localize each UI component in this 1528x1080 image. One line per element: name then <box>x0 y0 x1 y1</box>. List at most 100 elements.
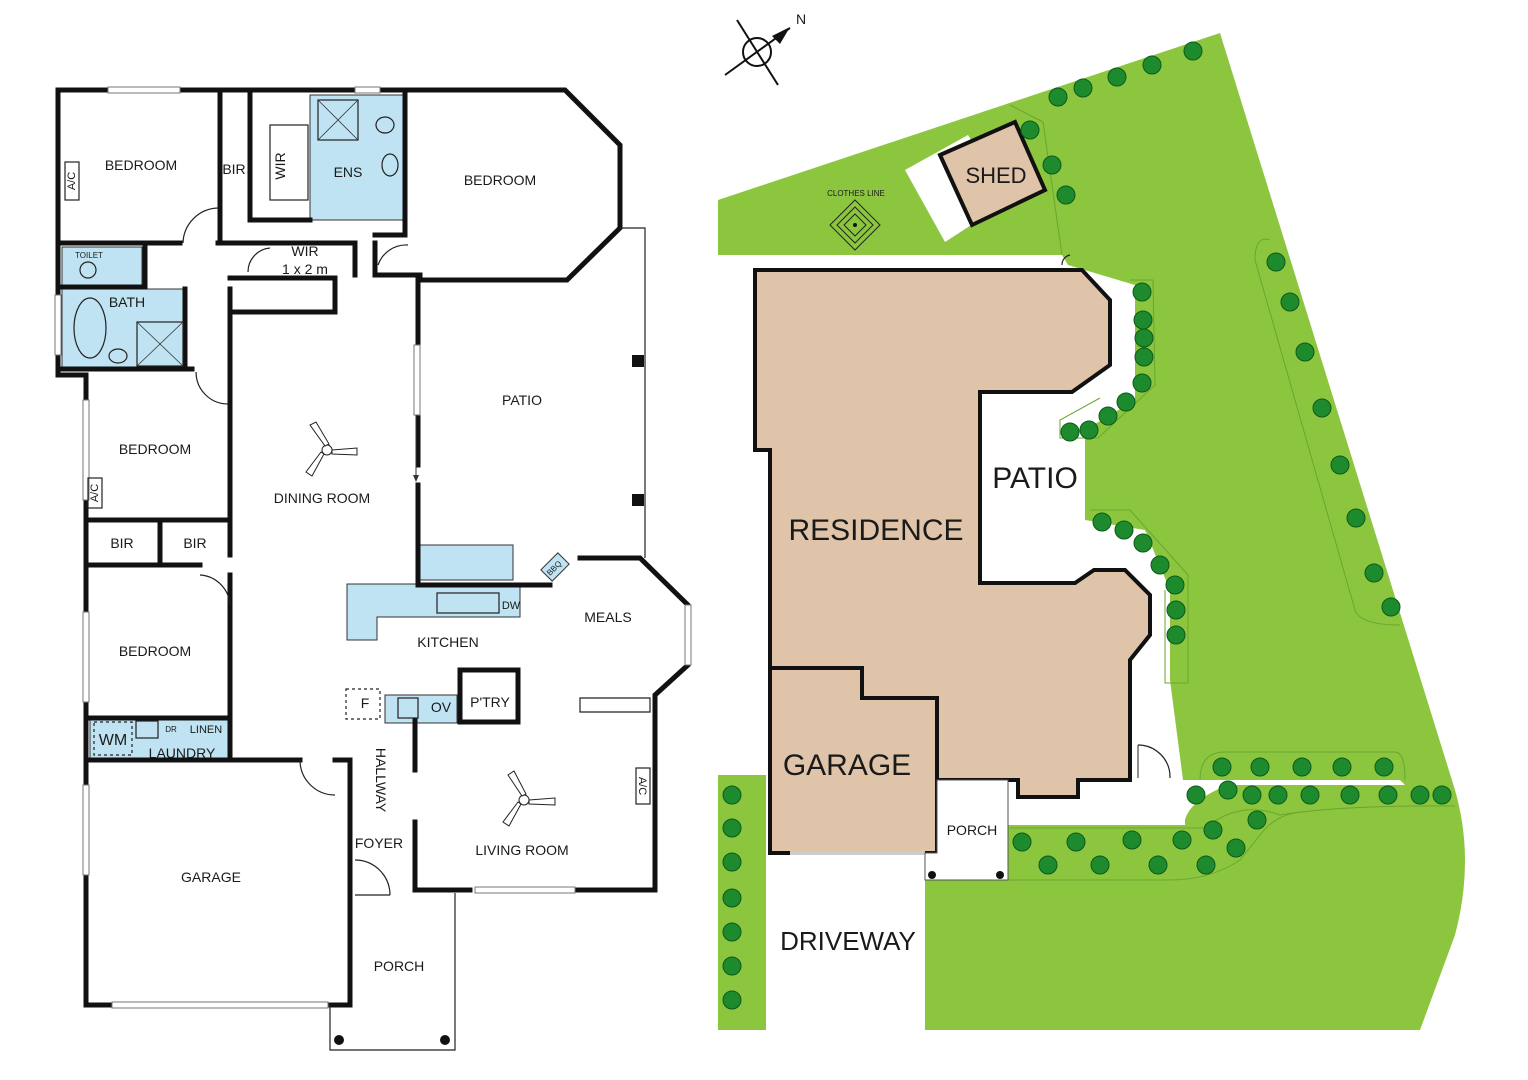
tree-icon <box>1212 757 1232 777</box>
tree-icon <box>1012 832 1032 852</box>
dryer-label: DR <box>165 725 177 734</box>
tree-icon <box>1056 185 1076 205</box>
tree-icon <box>1378 785 1398 805</box>
foyer-label: FOYER <box>355 835 403 851</box>
north-label: N <box>796 11 806 27</box>
tree-icon <box>1346 508 1366 528</box>
wir-1-label: WIR <box>272 152 288 179</box>
tree-icon <box>1340 785 1360 805</box>
tree-icon <box>1374 757 1394 777</box>
tree-icon <box>1132 282 1152 302</box>
tree-icon <box>1381 597 1401 617</box>
tree-icon <box>1364 563 1384 583</box>
garage-outline <box>768 666 939 855</box>
linen-label: LINEN <box>190 724 222 736</box>
site-plan: SHED CLOTHES LINE PATIO RESIDENCE GARAGE… <box>718 33 1465 1030</box>
driveway-label: DRIVEWAY <box>780 926 916 956</box>
tree-icon <box>1134 328 1154 348</box>
porch-label: PORCH <box>374 958 425 974</box>
tree-icon <box>1066 832 1086 852</box>
tree-icon <box>722 852 742 872</box>
tree-icon <box>1150 555 1170 575</box>
tree-icon <box>1060 422 1080 442</box>
tree-icon <box>1048 87 1068 107</box>
tree-icon <box>1114 520 1134 540</box>
bedroom-3-label: BEDROOM <box>119 643 191 659</box>
tree-icon <box>722 956 742 976</box>
tree-icon <box>1148 855 1168 875</box>
tree-icon <box>1332 757 1352 777</box>
tree-icon <box>1292 757 1312 777</box>
bir-3-label: BIR <box>183 535 206 551</box>
tree-icon <box>1166 625 1186 645</box>
tree-icon <box>1090 855 1110 875</box>
site-porch-label: PORCH <box>947 822 998 838</box>
bedroom-2-label: BEDROOM <box>119 441 191 457</box>
tree-icon <box>722 785 742 805</box>
ceiling-fan-living-icon <box>502 770 556 827</box>
toilet-area <box>61 246 143 288</box>
ac-1-label: A/C <box>66 172 78 190</box>
tree-icon <box>1268 785 1288 805</box>
cooktop-bench <box>384 694 458 724</box>
tree-icon <box>1280 292 1300 312</box>
tree-icon <box>1410 785 1430 805</box>
tree-icon <box>1133 533 1153 553</box>
tree-icon <box>1226 838 1246 858</box>
bath-label: BATH <box>109 294 145 310</box>
trees <box>722 41 1452 1010</box>
kitchen-label: KITCHEN <box>417 634 478 650</box>
wir-2-size-label: 1 x 2 m <box>282 261 328 277</box>
oven-label: OV <box>431 699 452 715</box>
tree-icon <box>1250 757 1270 777</box>
ceiling-fan-dining-icon <box>305 421 358 477</box>
tree-icon <box>1107 67 1127 87</box>
tree-icon <box>722 922 742 942</box>
dishwasher-label: DW <box>502 600 521 612</box>
master-bedroom-label: BEDROOM <box>464 172 536 188</box>
tree-icon <box>1042 155 1062 175</box>
tree-icon <box>1132 373 1152 393</box>
tree-icon <box>1098 406 1118 426</box>
tree-icon <box>722 818 742 838</box>
tree-icon <box>1266 252 1286 272</box>
tree-icon <box>1300 785 1320 805</box>
laundry-area <box>89 717 229 761</box>
fridge-label: F <box>361 695 370 711</box>
dining-room-label: DINING ROOM <box>274 490 370 506</box>
kitchen-bench-top <box>419 544 514 581</box>
tree-icon <box>1122 830 1142 850</box>
bir-1-label: BIR <box>222 161 245 177</box>
meals-label: MEALS <box>584 609 631 625</box>
tree-icon <box>1242 785 1262 805</box>
ac-2-label: A/C <box>89 484 101 502</box>
tree-icon <box>1186 785 1206 805</box>
patio-label: PATIO <box>502 392 542 408</box>
living-room-label: LIVING ROOM <box>475 842 568 858</box>
hallway-label: HALLWAY <box>373 748 389 813</box>
tree-icon <box>722 888 742 908</box>
wir-2-label: WIR <box>291 243 318 259</box>
washing-machine-label: WM <box>99 732 127 749</box>
tree-icon <box>1133 310 1153 330</box>
tree-icon <box>1196 855 1216 875</box>
tree-icon <box>1172 830 1192 850</box>
residence-label: RESIDENCE <box>788 514 963 547</box>
tree-icon <box>1092 512 1112 532</box>
tree-icon <box>1079 420 1099 440</box>
tree-icon <box>1166 600 1186 620</box>
clothes-line-icon <box>829 199 881 251</box>
tree-icon <box>1295 342 1315 362</box>
north-arrow-icon: N <box>724 11 806 86</box>
floor-plan: BEDROOM BIR A/C WIR ENS BEDROOM TOILET W… <box>54 86 692 1051</box>
tree-icon <box>1183 41 1203 61</box>
tree-icon <box>1165 575 1185 595</box>
tree-icon <box>722 990 742 1010</box>
shed-label: SHED <box>965 163 1026 188</box>
ac-3-label: A/C <box>636 777 648 795</box>
laundry-label: LAUNDRY <box>149 745 216 761</box>
tree-icon <box>1312 398 1332 418</box>
tree-icon <box>1073 78 1093 98</box>
clothes-line-label: CLOTHES LINE <box>827 189 885 198</box>
